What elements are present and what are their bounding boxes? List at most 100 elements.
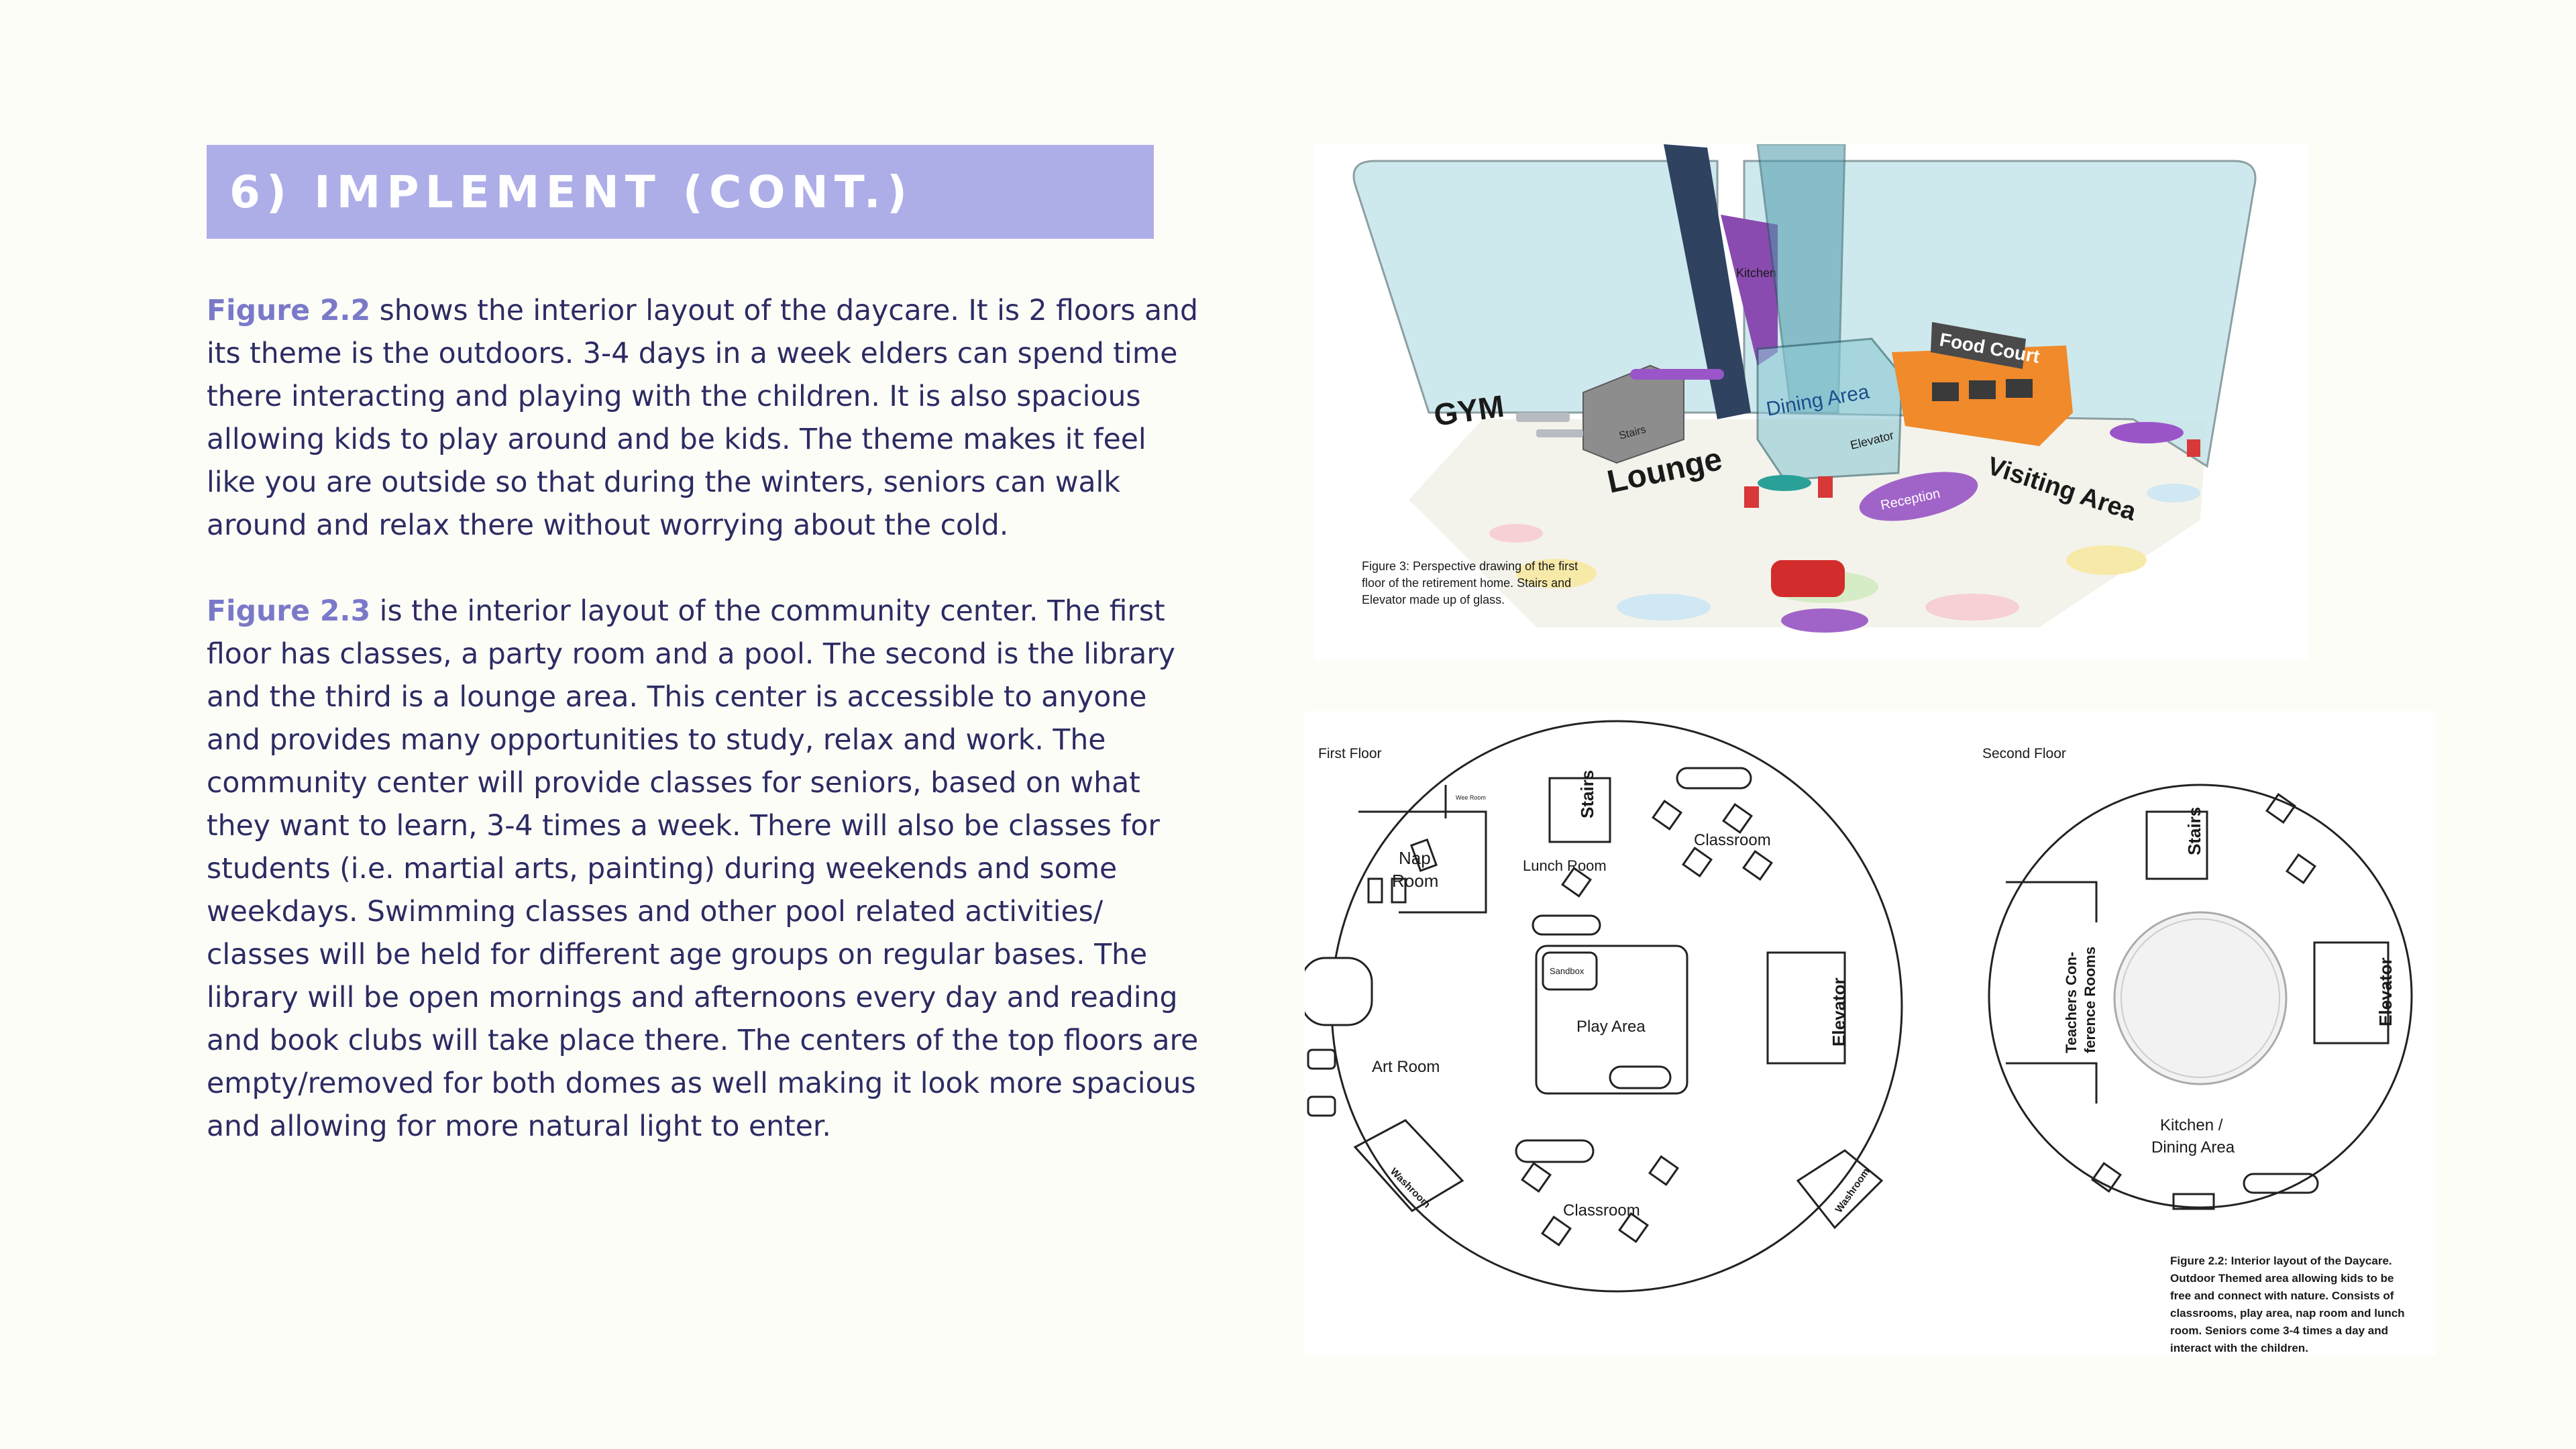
- art-room-label: Art Room: [1372, 1058, 1440, 1076]
- classroom-desk: [1682, 847, 1713, 877]
- second-floor-stairs-label: Stairs: [2184, 807, 2204, 855]
- first-floor-elevator-box: [1766, 951, 1846, 1065]
- lounge-chair: [1818, 476, 1833, 498]
- classroom-desk: [1648, 1155, 1679, 1186]
- second-floor-elevator-label: Elevator: [2375, 957, 2396, 1026]
- lounge-rug: [1781, 608, 1868, 633]
- first-floor-stairs-label: Stairs: [1577, 770, 1597, 818]
- floor-plan-image: First Floor Stairs Classroom Wee Room Na…: [1300, 720, 2413, 1354]
- perspective-render-image: Kitchen Dining Area Elevator Food Court …: [1352, 143, 2257, 633]
- classroom-desk: [1521, 1162, 1552, 1193]
- food-court-window: [1969, 380, 1996, 399]
- floor-plan-figure: First Floor Stairs Classroom Wee Room Na…: [1300, 711, 2435, 1355]
- nap-room-label: Nap: [1399, 848, 1431, 868]
- art-room-table: [1307, 1049, 1336, 1070]
- second-floor-table: [2265, 793, 2296, 824]
- nap-bed: [1367, 877, 1383, 904]
- gym-bench: [1516, 413, 1570, 422]
- sandbox-label: Sandbox: [1550, 966, 1585, 976]
- dining-counter: [2243, 1173, 2319, 1194]
- floor-plan-caption-line: classrooms, play area, nap room and lunc…: [2170, 1307, 2405, 1320]
- paragraph-daycare: Figure 2.2 shows the interior layout of …: [207, 290, 1199, 547]
- play-area-outline: [1535, 945, 1688, 1095]
- section-title: 6) IMPLEMENT (CONT.): [229, 166, 913, 218]
- second-floor-outline: [1988, 784, 2413, 1209]
- visiting-table: [2110, 422, 2184, 443]
- first-floor-heading: First Floor: [1318, 746, 1382, 761]
- floor-plan-caption-line: room. Seniors come 3-4 times a day and: [2170, 1324, 2388, 1337]
- lunch-table: [1532, 914, 1601, 936]
- washroom-left: [1353, 1119, 1464, 1212]
- food-court-sign: [1931, 322, 2026, 369]
- nap-room-walls: [1358, 810, 1487, 914]
- paragraph-community-center-text: is the interior layout of the community …: [207, 595, 1199, 1143]
- lunch-room-label: Lunch Room: [1523, 857, 1607, 874]
- paragraph-daycare-text: shows the interior layout of the daycare…: [207, 294, 1198, 542]
- classroom-top-label: Classroom: [1694, 831, 1771, 849]
- support-column: [1664, 144, 1751, 419]
- classroom-desk: [1618, 1212, 1649, 1243]
- food-court-window: [2006, 379, 2033, 398]
- lounge-chair: [1744, 486, 1759, 508]
- floor-plan-caption-line: free and connect with nature. Consists o…: [2170, 1289, 2394, 1302]
- floor-plan-caption-line: Figure 2.2: Interior layout of the Dayca…: [2170, 1254, 2392, 1267]
- figure-2-2-reference: Figure 2.2: [207, 294, 371, 327]
- second-floor-door: [2172, 1193, 2215, 1210]
- floor-plan-caption-line: interact with the children.: [2170, 1342, 2308, 1354]
- second-floor-table: [2286, 853, 2316, 884]
- washroom-right: [1796, 1149, 1884, 1230]
- sandbox-outline: [1542, 951, 1598, 991]
- render-caption-line: Elevator made up of glass.: [1362, 593, 1505, 606]
- floor-plan-caption-line: Outdoor Themed area allowing kids to be: [2170, 1272, 2394, 1285]
- classroom-bench: [1515, 1139, 1595, 1163]
- lounge-table: [1758, 475, 1811, 491]
- kitchen-block: [1721, 215, 1778, 366]
- kitchen-dining-label: Kitchen /: [2160, 1116, 2223, 1134]
- render-caption-line: Figure 3: Perspective drawing of the fir…: [1362, 559, 1578, 573]
- nap-room-label: Room: [1392, 871, 1438, 891]
- food-court-window: [1932, 382, 1959, 401]
- stairs-block: [1582, 364, 1684, 464]
- wee-room-label: Wee Room: [1456, 794, 1486, 801]
- gym-bar: [1630, 369, 1724, 380]
- nap-bed: [1391, 877, 1407, 904]
- kitchen-label: Kitchen: [1736, 266, 1776, 280]
- nap-bed: [1409, 838, 1438, 872]
- lounge-sofa: [1771, 560, 1845, 597]
- classroom-bottom-label: Classroom: [1563, 1201, 1640, 1220]
- classroom-desk: [1722, 803, 1753, 834]
- classroom-desk: [1742, 850, 1773, 881]
- body-text: Figure 2.2 shows the interior layout of …: [207, 290, 1199, 1191]
- second-floor-table: [2091, 1162, 2122, 1193]
- second-floor-open-center: [2113, 911, 2288, 1085]
- classroom-desk: [1541, 1216, 1572, 1246]
- render-floor: [1409, 419, 2207, 627]
- teachers-room-label: Teachers Con-: [2063, 952, 2080, 1053]
- second-floor-stairs-box: [2145, 810, 2208, 880]
- section-title-bar: 6) IMPLEMENT (CONT.): [207, 145, 1154, 239]
- visiting-chair: [2187, 439, 2200, 457]
- kitchen-dining-label: Dining Area: [2151, 1138, 2235, 1157]
- second-floor-heading: Second Floor: [1982, 746, 2066, 761]
- classroom-desk: [1652, 800, 1682, 830]
- play-area-label: Play Area: [1576, 1018, 1646, 1036]
- teachers-room-label: ference Rooms: [2082, 947, 2098, 1053]
- perspective-render-figure: Kitchen Dining Area Elevator Food Court …: [1315, 143, 2308, 661]
- gym-bench: [1536, 429, 1583, 437]
- lunch-table: [1676, 767, 1752, 790]
- first-floor-stairs-box: [1548, 777, 1611, 843]
- dining-glass-box: [1756, 337, 1903, 481]
- lunch-desk: [1561, 867, 1592, 898]
- first-floor-elevator-label: Elevator: [1829, 977, 1849, 1046]
- conference-room-wall: [2006, 1062, 2098, 1104]
- figure-2-3-reference: Figure 2.3: [207, 595, 371, 628]
- paragraph-community-center: Figure 2.3 is the interior layout of the…: [207, 590, 1199, 1148]
- floor-plan-caption: Figure 2.2: Interior layout of the Dayca…: [2170, 1254, 2405, 1354]
- second-floor-elevator-box: [2313, 941, 2390, 1044]
- first-floor-entrance: [1300, 957, 1373, 1026]
- second-floor-open-center-inner: [2121, 918, 2280, 1078]
- play-area-bench: [1609, 1065, 1672, 1089]
- art-room-table: [1307, 1095, 1336, 1117]
- render-caption-line: floor of the retirement home. Stairs and: [1362, 576, 1571, 590]
- conference-room-wall: [2006, 881, 2098, 922]
